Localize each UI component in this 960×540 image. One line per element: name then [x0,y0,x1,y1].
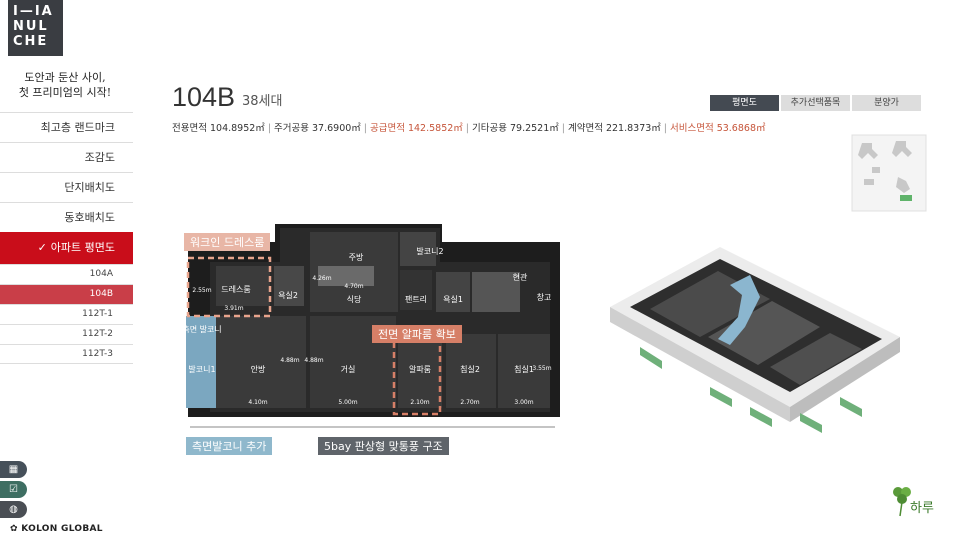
kolon-global-logo: ✿ KOLON GLOBAL [10,524,103,534]
quick-tools: ▦ ☑ ◍ [0,461,27,521]
check-icon: ✓ [37,241,47,254]
room-entrance: 현관 [513,272,528,282]
dim-living-w: 5.00m [338,399,357,406]
logo-line-3: CHE [13,34,49,49]
menu-item-site-plan[interactable]: 단지배치도 [0,172,133,202]
globe-icon[interactable]: ◍ [0,501,27,518]
area-summary: 전용면적 104.8952㎡|주거공용 37.6900㎡|공급면적 142.58… [172,123,766,134]
dim-bed2-w: 2.70m [460,399,479,406]
sub-item-104b[interactable]: 104B [0,284,133,304]
room-pantry: 팬트리 [405,295,427,304]
sidebar: I—IA NUL CHE 도안과 둔산 사이, 첫 프리미엄의 시작! 최고층 … [0,0,133,540]
dim-bed1-h: 3.55m [532,365,551,372]
room-bath2: 욕실2 [278,290,298,300]
isometric-3d-view[interactable] [600,237,900,452]
tagline-line-1: 도안과 둔산 사이, [24,71,106,84]
room-balcony1: 발코니1 [188,364,215,374]
key-plan [851,134,927,212]
room-side-balcony: 측면 발코니 [182,324,221,334]
room-balcony2: 발코니2 [416,246,443,256]
dim-living-h: 4.88m [304,357,323,364]
haru-logo: 하루 [893,487,934,517]
area-other-common: 기타공용 79.2521㎡ [472,123,559,134]
tag-walkin-dressroom: 워크인 드레스룸 [184,233,271,251]
area-service: 서비스면적 53.6868㎡ [669,123,766,134]
menu-item-floor-plan[interactable]: ✓아파트 평면도 [0,232,133,264]
area-contract: 계약면적 221.8373㎡ [567,123,661,134]
sub-item-112t-1[interactable]: 112T-1 [0,304,133,324]
unit-households: 38세대 [242,94,283,109]
room-bed1: 침실1 [514,364,534,374]
menu-item-unit-layout[interactable]: 동호배치도 [0,202,133,232]
menu-item-birdseye[interactable]: 조감도 [0,142,133,172]
room-dress: 드레스룸 [221,285,250,294]
tab-price[interactable]: 분양가 [852,95,921,111]
unit-title: 104B [172,82,236,112]
floor-plan-drawing: 드레스룸 욕실2 주방 식당 발코니2 팬트리 욕실1 현관 창고 측면 발코니… [182,224,560,428]
view-tabs: 평면도 추가선택품목 분양가 [710,95,921,111]
logo-line-1: I—IA [13,4,54,19]
dim-master-h: 4.88m [280,357,299,364]
room-dining: 식당 [347,294,362,304]
room-bath1: 욕실1 [443,294,463,304]
haru-text: 하루 [910,501,934,516]
room-living: 거실 [341,364,356,374]
dim-dining-w: 4.70m [344,283,363,290]
dim-master-w: 4.10m [248,399,267,406]
tag-front-alpha-room: 전면 알파룸 확보 [372,325,462,343]
tab-floor-plan[interactable]: 평면도 [710,95,779,111]
room-storage: 창고 [537,293,552,302]
menu-item-landmark[interactable]: 최고층 랜드마크 [0,112,133,142]
dim-bed1-w: 3.00m [514,399,533,406]
area-residential-common: 주거공용 37.6900㎡ [274,123,361,134]
room-alpha: 알파룸 [409,364,431,374]
main-menu: 최고층 랜드마크 조감도 단지배치도 동호배치도 ✓아파트 평면도 104A 1… [0,112,133,364]
logo-line-2: NUL [13,19,49,34]
dim-kitchen-h: 4.26m [312,275,331,282]
sub-item-112t-3[interactable]: 112T-3 [0,344,133,364]
tag-side-balcony: 측면발코니 추가 [186,437,273,455]
dim-dress-w: 3.91m [224,305,243,312]
hanulche-logo[interactable]: I—IA NUL CHE [8,0,63,56]
dim-dress-h: 2.55m [192,287,211,294]
tagline: 도안과 둔산 사이, 첫 프리미엄의 시작! [10,70,120,100]
calculator-icon[interactable]: ▦ [0,461,27,478]
menu-item-floor-plan-label: 아파트 평면도 [50,241,115,254]
room-bed2: 침실2 [460,364,480,374]
sub-item-112t-2[interactable]: 112T-2 [0,324,133,344]
tag-5bay-structure: 5bay 판상형 맞통풍 구조 [318,437,449,455]
tab-options[interactable]: 추가선택품목 [781,95,850,111]
checklist-icon[interactable]: ☑ [0,481,27,498]
tagline-line-2: 첫 프리미엄의 시작! [18,86,112,99]
area-supply: 공급면적 142.5852㎡ [369,123,463,134]
room-kitchen: 주방 [349,252,364,262]
sub-item-104a[interactable]: 104A [0,264,133,284]
dim-alpha-w: 2.10m [410,399,429,406]
room-master: 안방 [251,364,266,374]
area-exclusive: 전용면적 104.8952㎡ [172,123,265,134]
